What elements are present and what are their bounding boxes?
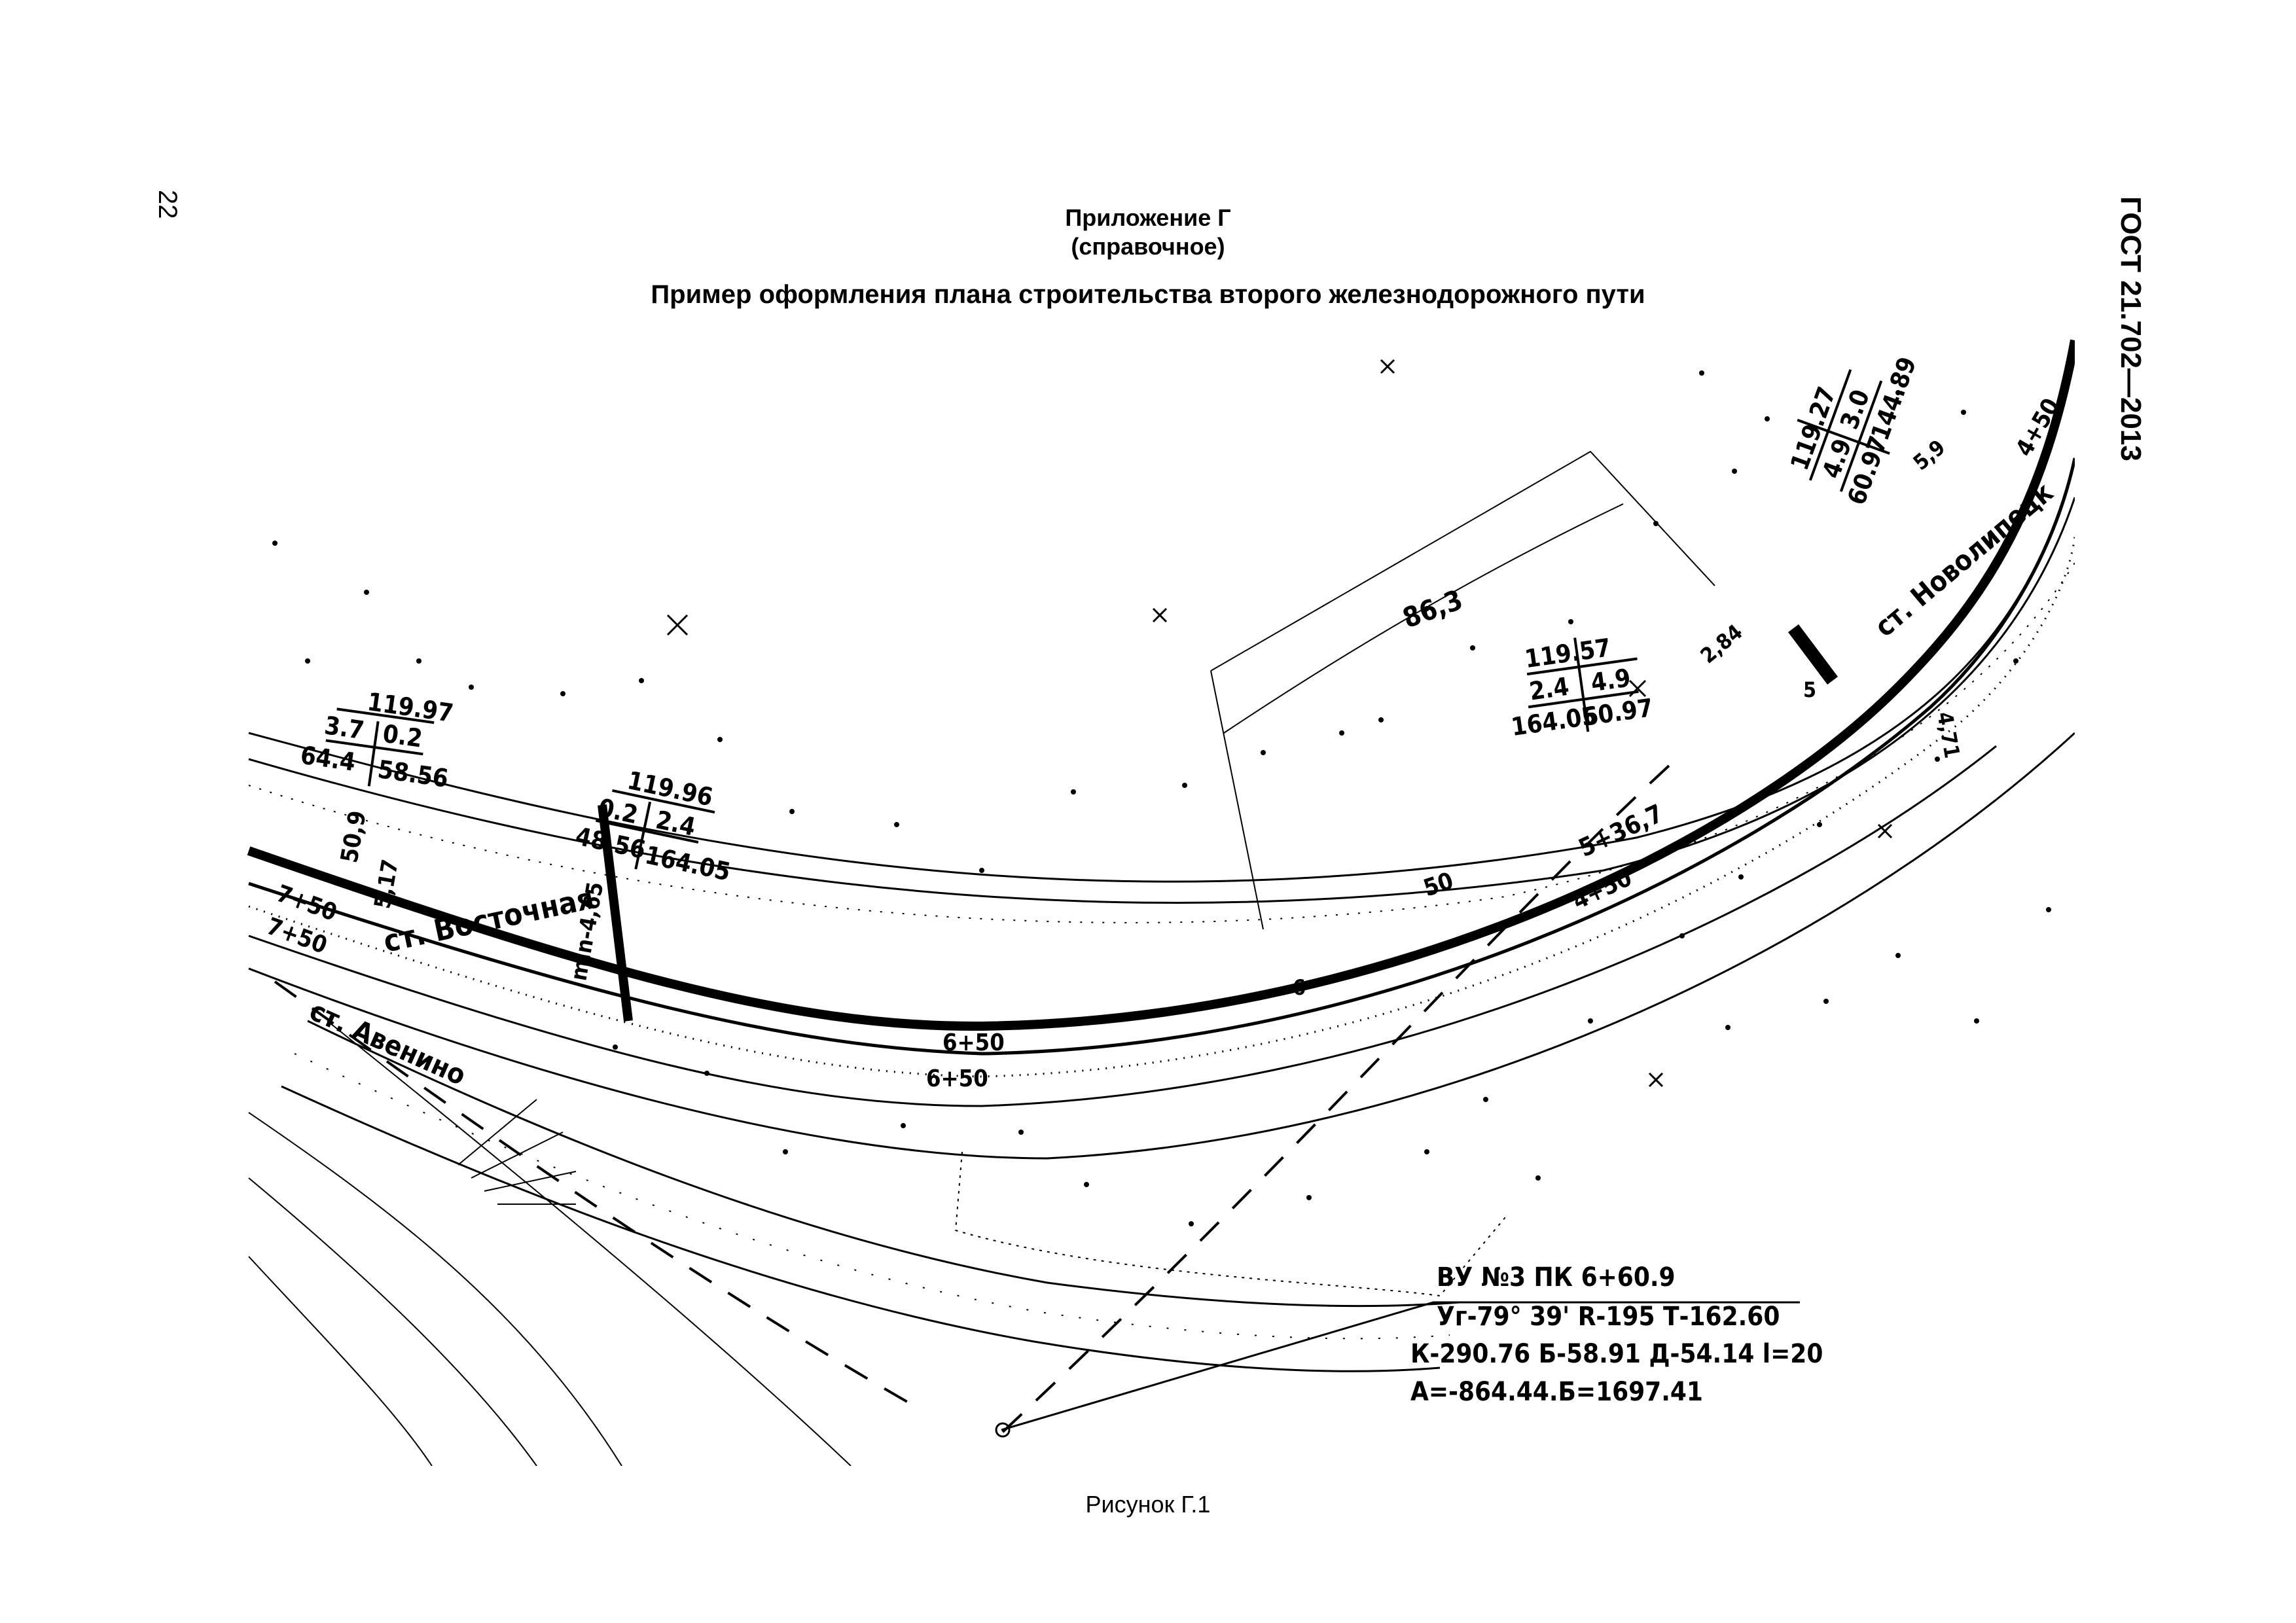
coord-box-1: 119.97 3.7 0.2 64.4 58.56: [298, 687, 455, 793]
curve-info-line-4: А=-864.44.Б=1697.41: [1410, 1377, 1703, 1407]
embankment-edge-outer: [248, 457, 2075, 883]
main-track-existing: [248, 457, 2075, 1056]
coord-box-4: 119.27 4.9 3.0 60.97 144.89: [1785, 353, 1922, 509]
curve-info-line-1: ВУ №3 ПК 6+60.9: [1437, 1262, 1676, 1293]
ground-line-1: [248, 1112, 622, 1466]
embankment-edge: [248, 497, 2075, 904]
dist-label-2-84: 2,84: [1696, 619, 1748, 668]
station-slab-left: [598, 804, 633, 1022]
dashed-axis-2: [274, 980, 917, 1408]
second-track-edge: [248, 745, 1997, 1107]
dist-label-50-9: 50,9: [336, 809, 371, 865]
coord-box-2: 119.96 0.2 2.4 48.56 164.05: [573, 766, 733, 887]
station-label-vostochnaya: ст. Восточная: [380, 880, 597, 959]
station-slab-right: [1788, 624, 1838, 685]
curve-vertex: [995, 1422, 1011, 1438]
slope-hatching: [294, 1053, 1450, 1340]
coord-box-3-l1: 2.4: [1528, 672, 1571, 706]
coord-box-2-r1: 2.4: [653, 805, 698, 842]
slope-band-top: [307, 1020, 1460, 1308]
pk-label-6-50-main: 6+50: [942, 1029, 1005, 1056]
km-marker-5: 5: [1803, 677, 1816, 702]
coord-box-2-r2: 164.05: [643, 840, 733, 886]
coord-box-1-l1: 3.7: [323, 711, 366, 745]
km-marker-6: 6: [1293, 975, 1306, 1000]
scale-ticks-upper: [248, 562, 2075, 923]
dist-label-4-71: 4,71: [1932, 710, 1965, 760]
survey-points: [272, 370, 2051, 1226]
pk-label-6-50-second: 6+50: [926, 1065, 988, 1092]
coord-box-1-r1: 0.2: [381, 719, 424, 753]
station-label-avenino: ст. Авенино: [305, 994, 471, 1092]
appendix-note: (справочное): [1071, 233, 1225, 260]
curve-leader: [1001, 1301, 1800, 1431]
coord-box-1-r2: 58.56: [376, 755, 450, 793]
pk-label-4-50: 4+50: [1568, 865, 1636, 915]
appendix-title: Приложение Г: [1065, 204, 1231, 231]
station-track-lower: [248, 732, 2075, 1160]
main-title: Пример оформления плана строительства вт…: [651, 280, 1645, 309]
curve-info-line-2: Уг-79° 39' R-195 Т-162.60: [1437, 1302, 1780, 1332]
boundary-dotted: [954, 1151, 1506, 1297]
sector-width-label: 86,3: [1399, 583, 1467, 634]
dist-label-50: 50: [1420, 868, 1457, 902]
main-track-new: [247, 339, 2075, 1031]
dashed-axis: [1000, 764, 1670, 1435]
sector-outline: [1210, 450, 1715, 930]
coord-box-3: 119.57 2.4 4.9 164.05 60.97: [1509, 633, 1655, 741]
slope-band-bottom: [281, 1085, 1441, 1372]
ground-line-3: [248, 1256, 433, 1466]
dist-label-5-9: 5,9: [1909, 435, 1950, 475]
cross-markers: [666, 359, 1893, 1088]
ground-line-2: [248, 1177, 537, 1466]
fan-lines: [457, 1099, 577, 1205]
coord-box-1-l2: 64.4: [298, 741, 357, 777]
ground-line-4: [327, 1020, 852, 1466]
coord-box-3-r1: 4.9: [1589, 663, 1632, 697]
curve-info-line-3: К-290.76 Б-58.91 Д-54.14 l=20: [1410, 1339, 1823, 1369]
figure-caption: Рисунок Г.1: [1085, 1491, 1211, 1518]
